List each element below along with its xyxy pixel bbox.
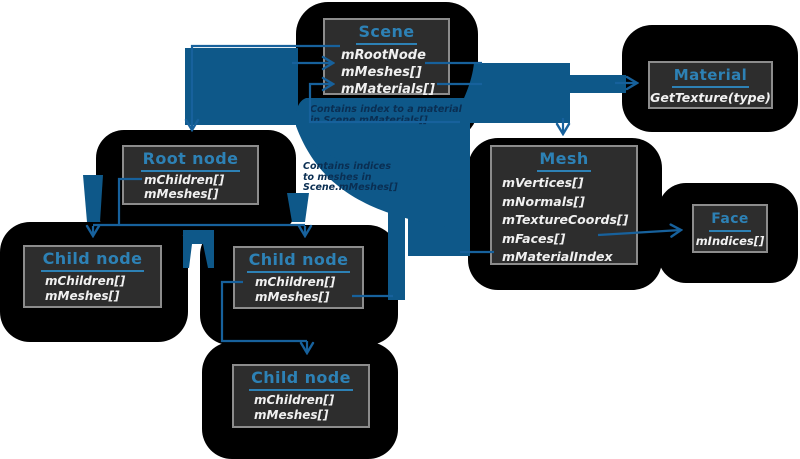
child-node-bottom-title: Child node — [234, 368, 368, 391]
material-index-annotation-line1: Contains index to a material — [310, 104, 462, 115]
material-member-gettexture: GetTexture(type) — [650, 89, 771, 105]
material-index-annotation-line2: in Scene.mMaterials[] — [310, 115, 428, 126]
mesh-member-mnormals: mNormals[] — [502, 193, 585, 209]
child-node-left-title: Child node — [25, 249, 160, 272]
mesh-index-annotation-line3: Scene.mMeshes[] — [303, 182, 398, 193]
mesh-box: Mesh mVertices[] mNormals[] mTextureCoor… — [490, 145, 638, 265]
mesh-member-mvertices: mVertices[] — [502, 175, 584, 190]
child-node-left-box: Child node mChildren[] mMeshes[] — [23, 245, 162, 308]
face-member-mindices: mIndices[] — [695, 233, 765, 248]
child-node-middle-title: Child node — [235, 250, 362, 273]
swoosh-center-curve — [296, 126, 470, 230]
child-node-bottom-box: Child node mChildren[] mMeshes[] — [232, 364, 370, 428]
child-bottom-member-mmeshes: mMeshes[] — [254, 407, 329, 422]
material-box-title: Material — [650, 65, 771, 88]
child-bottom-member-mchildren: mChildren[] — [254, 393, 335, 407]
child-node-middle-box: Child node mChildren[] mMeshes[] — [233, 246, 364, 309]
face-box: Face mIndices[] — [692, 204, 768, 253]
mesh-index-annotation: Contains indices to meshes in Scene.mMes… — [303, 161, 398, 194]
child-left-member-mmeshes: mMeshes[] — [45, 288, 120, 303]
swoosh-scene-left-block — [185, 48, 298, 125]
mesh-box-title: Mesh — [492, 149, 636, 172]
swoosh-pillar-left-leg — [183, 244, 192, 268]
scene-box: Scene mRootNode mMeshes[] mMaterials[] — [323, 18, 450, 97]
root-node-box-title: Root node — [124, 149, 257, 172]
swoosh-pillar-top — [183, 230, 214, 244]
scene-member-mrootnode: mRootNode — [341, 48, 426, 63]
mesh-member-mtexturecoords: mTextureCoords[] — [502, 212, 629, 227]
scene-member-mmaterials: mMaterials[] — [341, 82, 436, 97]
swoosh-scene-to-mesh-block — [452, 63, 570, 123]
root-node-box: Root node mChildren[] mMeshes[] — [122, 145, 259, 205]
mesh-index-annotation-line1: Contains indices — [303, 161, 392, 172]
root-member-mmeshes: mMeshes[] — [144, 186, 219, 201]
swoosh-mid-child-strip — [287, 193, 309, 222]
swoosh-midchild-meshes-strip — [388, 200, 405, 300]
mesh-index-annotation-line2: to meshes in — [303, 171, 372, 183]
child-mid-member-mchildren: mChildren[] — [255, 275, 336, 289]
child-left-member-mchildren: mChildren[] — [45, 274, 126, 288]
root-member-mchildren: mChildren[] — [144, 173, 225, 187]
swoosh-left-child-strip — [83, 175, 103, 222]
mesh-member-mmaterialindex: mMaterialIndex — [502, 249, 613, 264]
mesh-member-mfaces: mFaces[] — [502, 230, 566, 246]
scene-member-mmeshes: mMeshes[] — [341, 65, 422, 80]
child-mid-member-mmeshes: mMeshes[] — [255, 289, 330, 304]
material-box: Material GetTexture(type) — [648, 61, 773, 109]
swoosh-pillar-right-leg — [203, 244, 214, 268]
scene-box-title: Scene — [325, 22, 448, 45]
swoosh-to-material-band — [560, 75, 626, 93]
material-index-annotation: Contains index to a material in Scene.mM… — [310, 104, 462, 126]
face-box-title: Face — [694, 208, 766, 232]
